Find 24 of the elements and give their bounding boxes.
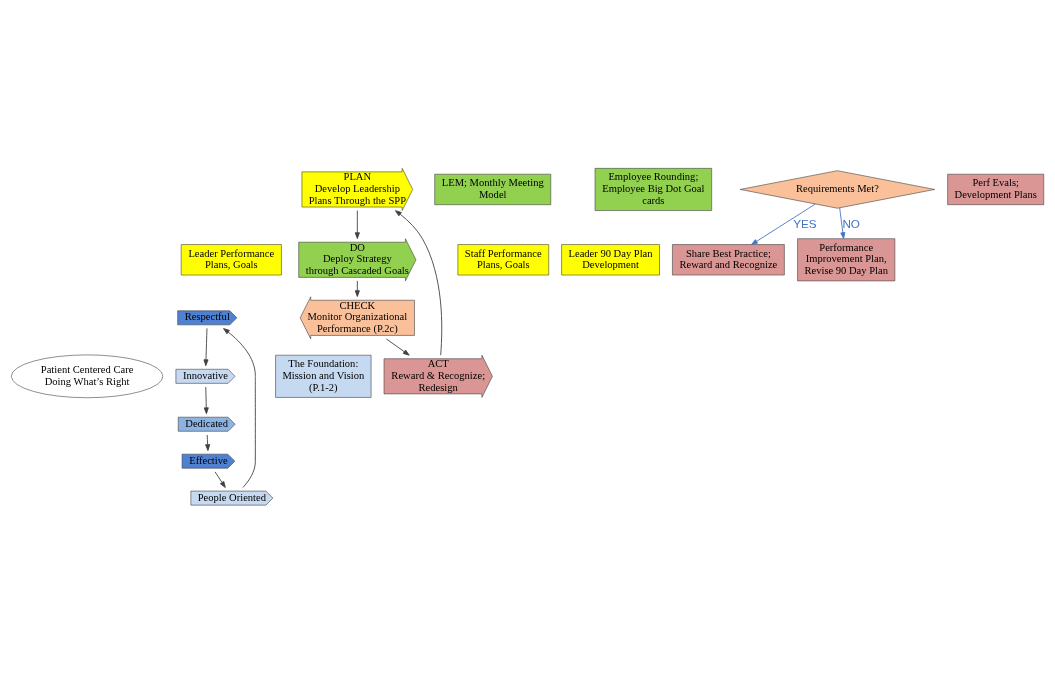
edge-label: NO [842,216,860,230]
node-ellipse: Patient Centered Care Doing What’s Right [11,354,164,399]
arrow [354,280,360,297]
arrow [205,434,211,451]
arrow [385,338,410,356]
arrow [214,471,226,488]
arrow [203,327,209,367]
arrow [839,207,846,239]
node-box: Employee Rounding; Employee Big Dot Goal cards [594,168,712,211]
node-box: Staff Performance Plans, Goals [457,244,549,276]
arrow [395,210,443,356]
node-diamond: Requirements Met? [739,170,936,209]
node-box: Share Best Practice; Reward and Recognize [672,244,785,276]
arrow [223,328,256,488]
node-box: LEM; Monthly Meeting Model [434,173,552,205]
node-box: Perf Evals; Development Plans [947,173,1045,205]
node-box: Performance Improvement Plan, Revise 90 Day Plan [797,238,896,282]
node-box: Leader 90 Day Plan Development [561,244,660,276]
arrow [203,386,209,415]
arrow [354,210,360,240]
edge-label: YES [793,216,817,230]
arrow [751,203,816,245]
node-box: The Foundation: Mission and Vision (P.1-2) [275,354,372,398]
node-box: Leader Performance Plans, Goals [180,244,282,276]
